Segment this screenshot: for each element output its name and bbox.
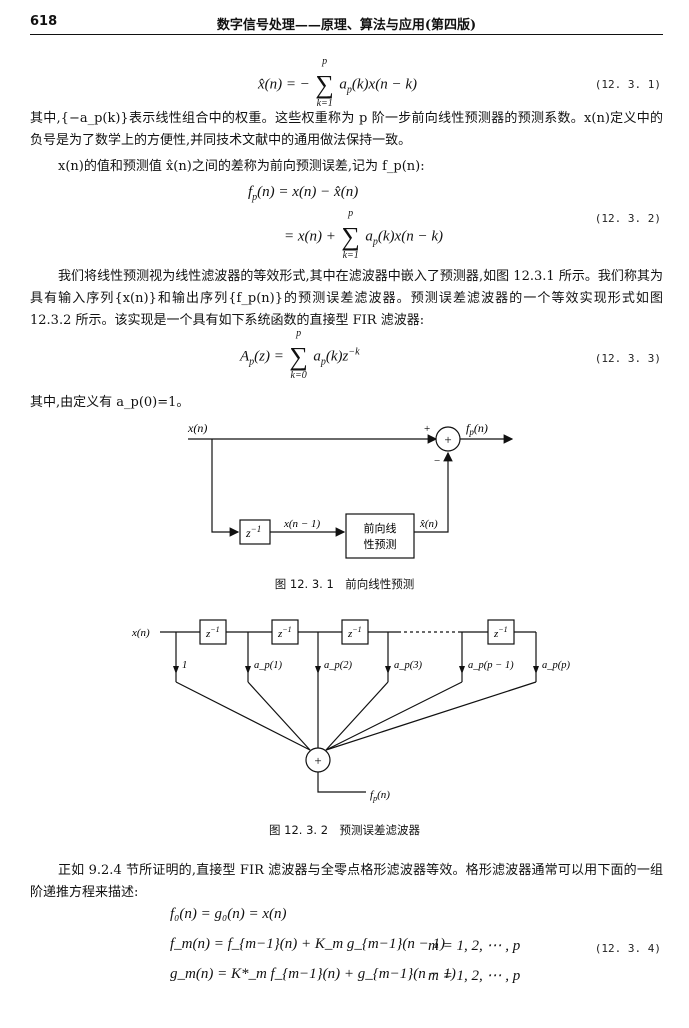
figure-12-3-1: x(n) + + − fp(n) z−1 x(n − 1) 前向线 性预测 x̂…: [187, 421, 514, 559]
eq3-A-sub: p: [249, 356, 255, 368]
fig2-tap-arrow: [385, 666, 391, 674]
sum-lower: k=1: [342, 250, 359, 261]
fig2-output-line: [317, 772, 366, 793]
running-title: 数字信号处理——原理、算法与应用(第四版): [216, 18, 477, 33]
paragraph-3: 我们将线性预测视为线性滤波器的等效形式,其中在滤波器中嵌入了预测器,如图 12.…: [30, 269, 663, 328]
fig2-coef-label: a_p(3): [394, 660, 422, 671]
sum-symbol: p ∑ k=0: [288, 328, 310, 381]
fig1-output-label: fp(n): [466, 421, 488, 437]
equation-number-12-3-4: (12. 3. 4): [594, 942, 661, 955]
paragraph-4: 其中,由定义有 a_p(0)=1。: [30, 395, 190, 410]
fig1-adder-symbol: +: [444, 432, 451, 447]
eq3-rhs-sup: −k: [348, 346, 360, 358]
fig2-tap-arrow: [533, 666, 539, 674]
sum-symbol: p ∑ k=1: [314, 56, 336, 109]
fig1-predictor-line2: 性预测: [364, 537, 397, 551]
fig2-coef-label: 1: [182, 660, 187, 671]
fig2-tap-arrow: [173, 666, 179, 674]
eq1-coef-sub: p: [346, 84, 352, 96]
eq2-coef: a: [365, 228, 373, 245]
sum-upper: p: [348, 208, 354, 219]
fig1-delayed-label: x(n − 1): [283, 518, 320, 530]
fig2-delay-label: z−1: [277, 625, 292, 640]
fig2-tap-arrow: [315, 666, 321, 674]
eq1-lhs: x̂(n) = −: [258, 76, 310, 93]
fig2-delay-label: z−1: [493, 625, 508, 640]
eq3-coef-sub: p: [320, 356, 326, 368]
fig1-minus-sign: −: [434, 455, 440, 467]
fig2-delay-box: [487, 619, 515, 645]
fig1-delay-label: z−1: [245, 524, 261, 540]
equation-12-3-2-line2: = x(n) + p ∑ k=1 ap(k)x(n − k): [284, 208, 443, 261]
figure-12-3-1-caption: 图 12. 3. 1 前向线性预测: [274, 577, 415, 591]
fig1-prediction-label: x̂(n): [419, 518, 438, 530]
equation-12-3-4-line3-range: m = 1, 2, ⋯ , p: [428, 968, 521, 984]
equation-12-3-4-line1: f₀(n) = g₀(n) = x(n): [170, 906, 287, 922]
paragraph-1: 其中,{−a_p(k)}表示线性组合中的权重。这些权重称为 p 阶一步前向线性预…: [30, 111, 663, 148]
fig1-branch-line: [211, 439, 240, 537]
fig2-delay-box: [199, 619, 227, 645]
fig2-delay-label: z−1: [347, 625, 362, 640]
equation-12-3-4-line2-range: m = 1, 2, ⋯ , p: [428, 938, 521, 954]
fig2-sum-line: [175, 681, 311, 751]
eq1-rhs-tail: (k)x(n − k): [351, 76, 417, 93]
eq2-coef-sub: p: [372, 236, 378, 248]
fig1-plus-sign: +: [424, 423, 430, 435]
eq3-rhs-tail: (k)z: [325, 348, 349, 365]
fig2-coef-label: a_p(p): [542, 660, 570, 671]
sum-upper: p: [296, 328, 302, 339]
figure-12-3-2-caption: 图 12. 3. 2 预测误差滤波器: [268, 823, 421, 837]
equation-number-12-3-2: (12. 3. 2): [594, 212, 661, 225]
equation-12-3-3: Ap(z) = p ∑ k=0 ap(k)z−k: [240, 328, 360, 381]
eq2-f-sub: p: [252, 192, 258, 203]
fig2-coef-label: a_p(2): [324, 660, 352, 671]
eq3-coef: a: [313, 348, 321, 365]
sum-symbol: p ∑ k=1: [340, 208, 362, 261]
fig1-predictor-box: [345, 513, 415, 559]
equation-12-3-2-line1: fp(n) = x(n) − x̂(n): [248, 184, 358, 203]
fig2-sum-line: [325, 681, 537, 751]
fig2-output-label: fp(n): [370, 789, 390, 803]
fig1-prediction-line: [414, 451, 453, 533]
fig1-input-label: x(n): [187, 421, 207, 435]
fig2-coef-label: a_p(1): [254, 660, 282, 671]
fig2-tap-arrow: [245, 666, 251, 674]
fig2-input-label: x(n): [131, 627, 150, 639]
eq2-line2-tail: (k)x(n − k): [377, 228, 443, 245]
eq2-line2-lhs: = x(n) +: [284, 228, 336, 245]
eq3-A: A: [240, 348, 250, 365]
fig2-delay-box: [341, 619, 369, 645]
fig2-sum-line: [325, 681, 389, 751]
eq2-f: f: [248, 184, 253, 200]
eq3-lhs-tail: (z) =: [254, 348, 284, 365]
eq1-coef: a: [339, 76, 347, 93]
fig2-sum-line: [247, 681, 311, 751]
sum-lower: k=1: [316, 98, 333, 109]
fig2-coef-label: a_p(p − 1): [468, 660, 514, 671]
running-header: 618 数字信号处理——原理、算法与应用(第四版): [30, 12, 663, 35]
fig2-adder-symbol: +: [314, 753, 321, 768]
fig2-sum-line: [325, 681, 463, 751]
equation-number-12-3-3: (12. 3. 3): [594, 352, 661, 365]
fig2-delay-label: z−1: [205, 625, 220, 640]
eq2-line1-rhs: (n) = x(n) − x̂(n): [257, 184, 359, 200]
equation-12-3-1: x̂(n) = − p ∑ k=1 ap(k)x(n − k): [258, 56, 417, 109]
page-number: 618: [30, 14, 58, 29]
equation-number-12-3-1: (12. 3. 1): [594, 78, 661, 91]
fig2-tap-arrow: [459, 666, 465, 674]
equation-12-3-4-line2: f_m(n) = f_{m−1}(n) + K_m g_{m−1}(n − 1): [170, 936, 445, 952]
paragraph-5: 正如 9.2.4 节所证明的,直接型 FIR 滤波器与全零点格形滤波器等效。格形…: [30, 863, 663, 900]
paragraph-2: x(n)的值和预测值 x̂(n)之间的差称为前向预测误差,记为 f_p(n):: [58, 159, 425, 174]
sum-upper: p: [322, 56, 328, 67]
fig2-delay-box: [271, 619, 299, 645]
equation-12-3-4-line3: g_m(n) = K*_m f_{m−1}(n) + g_{m−1}(n − 1…: [170, 966, 456, 982]
figure-12-3-2: x(n) z−1 z−1 z−1 z−1 1 a_p(1) a_p(2) a_p(3) a_p(…: [131, 619, 570, 803]
fig1-predictor-line1: 前向线: [364, 521, 397, 535]
sum-lower: k=0: [290, 370, 307, 381]
